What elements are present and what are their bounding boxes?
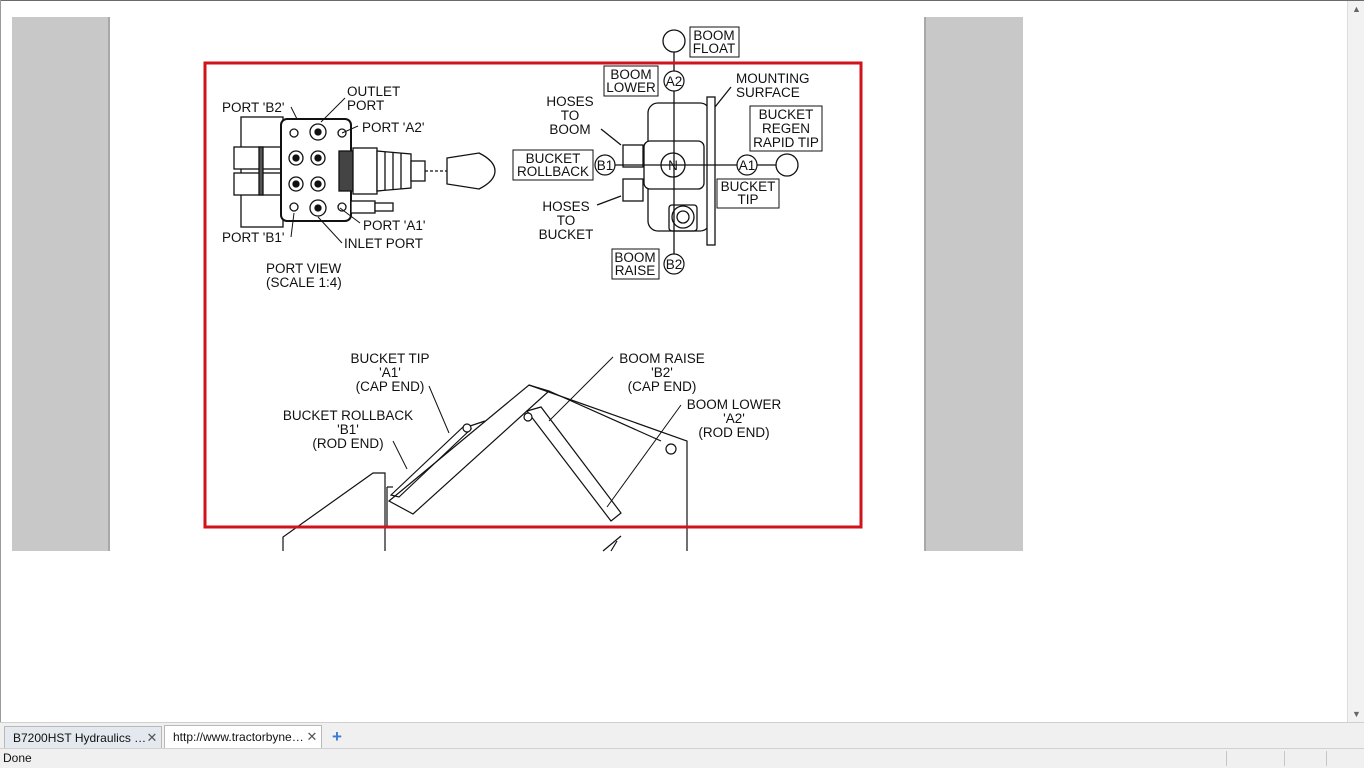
label-port-a1: PORT 'A1' [363, 218, 425, 233]
loader-leaders [392, 356, 682, 508]
label-port-b2: PORT 'B2' [222, 100, 284, 115]
label-loader-boom-lower-2: 'A2' [723, 411, 745, 426]
marker-a2: A2 [666, 74, 683, 89]
label-boom-lower-2: LOWER [606, 80, 656, 95]
label-bucket-rollback-1: BUCKET [526, 151, 581, 166]
valve-schematic [596, 29, 799, 263]
valve-boxed-labels: BOOM FLOAT BOOM LOWER MOUNTING SURFACE H… [512, 26, 823, 280]
vertical-scrollbar[interactable]: ▲ ▼ [1347, 1, 1364, 722]
label-loader-boom-lower-3: (ROD END) [698, 425, 769, 440]
label-loader-boom-raise-3: (CAP END) [628, 379, 697, 394]
label-hoses-to-boom-3: BOOM [549, 122, 590, 137]
status-bar: Done [0, 748, 1364, 768]
tab-label: B7200HST Hydraulics - Or... [13, 731, 147, 745]
tab-b7200hst-hydraulics[interactable]: B7200HST Hydraulics - Or... ✕ [4, 726, 162, 748]
port-view-labels: PORT 'B2' OUTLET PORT PORT 'A2' PORT 'A1… [222, 84, 425, 290]
marker-a1: A1 [739, 158, 756, 173]
marker-n: N [668, 158, 678, 173]
port-view-leaders [290, 97, 361, 244]
label-boom-float-2: FLOAT [693, 41, 736, 56]
label-hoses-to-bucket-2: TO [557, 213, 576, 228]
tab-tractorbynet[interactable]: http://www.tractorbynet.... ✕ [164, 725, 322, 749]
label-loader-boom-lower-1: BOOM LOWER [687, 397, 782, 412]
tab-bar: B7200HST Hydraulics - Or... ✕ http://www… [0, 722, 1364, 749]
status-divider [1226, 751, 1227, 766]
label-hoses-to-boom-2: TO [561, 108, 580, 123]
label-hoses-to-bucket-3: BUCKET [539, 227, 594, 242]
status-divider [1284, 751, 1285, 766]
scroll-down-arrow[interactable]: ▼ [1352, 709, 1361, 719]
label-port-view-title: PORT VIEW [266, 261, 342, 276]
label-loader-bucket-tip-2: 'A1' [379, 365, 401, 380]
label-loader-boom-raise-2: 'B2' [651, 365, 673, 380]
label-outlet-port-2: PORT [347, 98, 384, 113]
window-left-border [0, 0, 1, 722]
label-outlet-port-1: OUTLET [347, 84, 400, 99]
marker-b1: B1 [597, 158, 614, 173]
label-boom-raise-1: BOOM [614, 250, 655, 265]
loader-drawing [282, 384, 688, 552]
label-boom-raise-2: RAISE [615, 263, 656, 278]
label-hoses-to-bucket-1: HOSES [542, 199, 589, 214]
page-content: PORT 'B2' OUTLET PORT PORT 'A2' PORT 'A1… [1, 1, 1347, 722]
tab-label: http://www.tractorbynet.... [173, 730, 307, 744]
label-loader-boom-raise-1: BOOM RAISE [619, 351, 705, 366]
right-margin-panel [924, 17, 1023, 551]
left-margin-panel [12, 17, 110, 551]
label-mounting-surface-2: SURFACE [736, 85, 800, 100]
status-text: Done [3, 751, 32, 765]
label-loader-bucket-rollback-3: (ROD END) [312, 436, 383, 451]
label-port-a2: PORT 'A2' [362, 120, 424, 135]
close-icon[interactable]: ✕ [306, 729, 318, 744]
valve-port-markers: A2 B1 N A1 B2 [594, 70, 758, 275]
label-loader-bucket-rollback-2: 'B1' [337, 422, 359, 437]
highlight-rectangle [203, 61, 863, 529]
label-bucket-rollback-2: ROLLBACK [517, 164, 589, 179]
valve-body-port-view [233, 116, 496, 228]
label-bucket-regen-3: RAPID TIP [753, 135, 819, 150]
label-loader-bucket-rollback-1: BUCKET ROLLBACK [283, 408, 413, 423]
label-inlet-port: INLET PORT [344, 236, 423, 251]
label-boom-lower-1: BOOM [610, 67, 651, 82]
label-hoses-to-boom-1: HOSES [546, 94, 593, 109]
marker-b2: B2 [666, 257, 683, 272]
label-loader-bucket-tip-1: BUCKET TIP [350, 351, 429, 366]
status-divider [1326, 751, 1327, 766]
label-bucket-regen-1: BUCKET [759, 107, 814, 122]
label-boom-float-1: BOOM [693, 28, 734, 43]
label-bucket-tip-2: TIP [737, 192, 758, 207]
label-bucket-regen-2: REGEN [762, 121, 810, 136]
new-tab-plus-icon[interactable]: + [332, 727, 342, 746]
loader-labels: BUCKET TIP 'A1' (CAP END) BOOM RAISE 'B2… [283, 351, 782, 451]
label-loader-bucket-tip-3: (CAP END) [356, 379, 425, 394]
hydraulic-diagram: PORT 'B2' OUTLET PORT PORT 'A2' PORT 'A1… [203, 26, 863, 552]
label-mounting-surface-1: MOUNTING [736, 71, 810, 86]
close-icon[interactable]: ✕ [146, 730, 158, 745]
window-top-border [0, 0, 1364, 1]
scroll-up-arrow[interactable]: ▲ [1352, 4, 1361, 14]
label-port-b1: PORT 'B1' [222, 230, 284, 245]
label-port-view-scale: (SCALE 1:4) [266, 275, 342, 290]
label-bucket-tip-1: BUCKET [721, 179, 776, 194]
